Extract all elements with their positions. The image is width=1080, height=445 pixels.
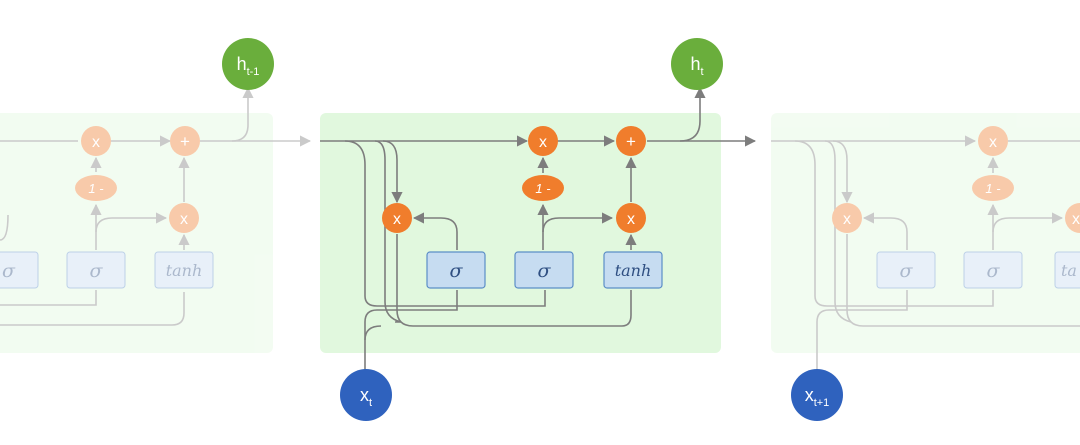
input-node-x-next: xt+1 [791,369,843,421]
gate-label: tanh [166,261,203,280]
op-label: x [843,211,851,228]
output-node-h: ht [671,38,723,90]
gate-label: tanh [615,261,652,280]
gate-sigma-prev-2: σ [66,251,126,289]
op-candidate-mul-prev: x [169,203,199,233]
gate-sigma-next-2: σ [963,251,1023,289]
input-subscript: t+1 [814,397,830,409]
gate-label: σ [900,260,914,282]
gate-label: σ [90,260,104,282]
op-label: x [1072,211,1080,228]
op-reset-mul: x [382,203,412,233]
svg-text:ht-1: ht-1 [237,54,260,78]
svg-text:xt+1: xt+1 [805,385,830,409]
op-one-minus-prev: 1 - [75,175,117,201]
op-label: 1 - [985,181,1001,196]
output-subscript: t-1 [247,66,260,78]
gate-sigma-update: σ [514,251,574,289]
output-subscript: t [700,66,703,78]
svg-text:xt: xt [360,385,372,409]
gate-sigma-next-1: σ [876,251,936,289]
op-label: x [989,134,997,151]
op-one-minus-next: 1 - [972,175,1014,201]
op-forget-mul: x [528,126,558,156]
gate-label: ta [1061,261,1077,280]
gate-sigma-prev-1: σ [0,251,39,289]
svg-text:ht: ht [690,54,703,78]
op-candidate-mul: x [616,203,646,233]
cell-previous-background [0,113,273,353]
op-label: x [627,211,635,228]
cell-next: σ σ ta x x 1 - x [771,113,1080,370]
op-label: x [539,134,547,151]
input-node-x: xt [340,369,392,421]
op-add: + [616,126,646,156]
op-label: x [92,134,100,151]
op-label: 1 - [535,181,551,196]
op-label: + [626,132,636,151]
op-forget-mul-prev: x [81,126,111,156]
output-node-h-prev: ht-1 [222,38,274,90]
op-candidate-mul-next: x [1065,203,1080,233]
gate-tanh-next: ta [1054,251,1080,289]
op-one-minus: 1 - [522,175,564,201]
gate-label: σ [2,260,16,282]
cell-current-background [320,113,721,353]
op-label: 1 - [88,181,104,196]
input-base: x [805,385,814,405]
gate-sigma-reset: σ [426,251,486,289]
cell-next-background [771,113,1080,353]
input-subscript: t [369,397,372,409]
op-label: + [180,132,190,151]
cell-previous: σ σ tanh x + 1 - x [0,86,312,353]
gate-label: σ [450,260,464,282]
gate-tanh-prev: tanh [154,251,214,289]
output-base: h [690,54,700,74]
op-reset-mul-next: x [832,203,862,233]
gate-label: σ [987,260,1001,282]
op-add-prev: + [170,126,200,156]
input-base: x [360,385,369,405]
output-base: h [237,54,247,74]
op-label: x [393,211,401,228]
op-forget-mul-next: x [978,126,1008,156]
gate-label: σ [538,260,552,282]
cell-current: σ σ tanh x x + 1 - x [320,86,757,370]
op-label: x [180,211,188,228]
gate-tanh-candidate: tanh [603,251,663,289]
